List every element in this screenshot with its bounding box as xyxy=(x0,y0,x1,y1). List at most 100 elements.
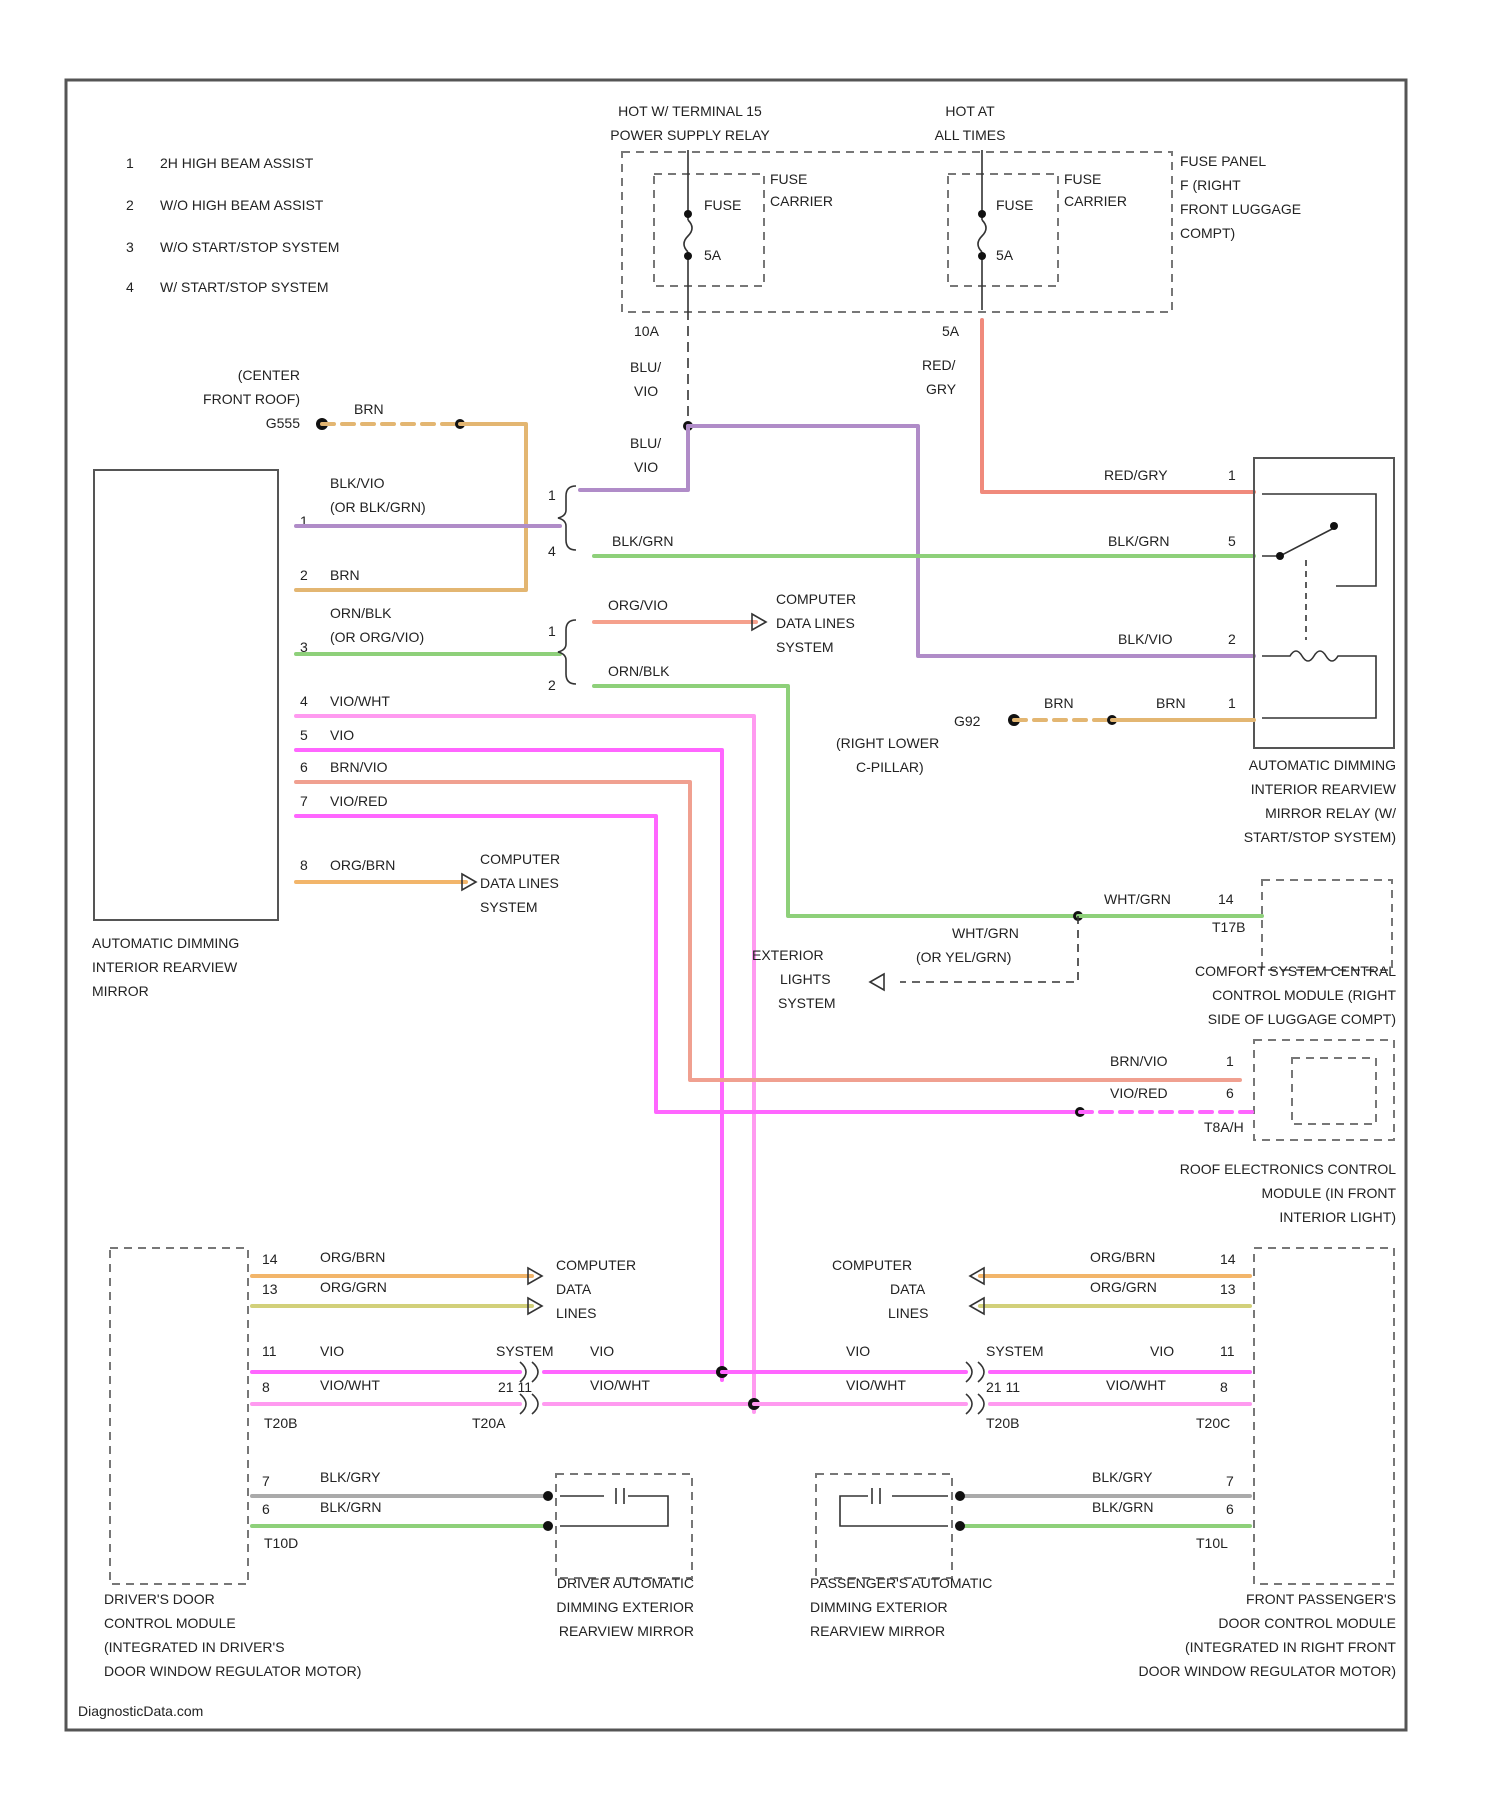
wire-blu-vio-2-label: BLU/ xyxy=(630,435,661,451)
wire-org-blk-label: ORN/BLK xyxy=(330,605,392,621)
relay-switch-pivot xyxy=(1276,552,1284,560)
relay-internal-a xyxy=(1262,494,1376,586)
comfort-label-1: COMFORT SYSTEM CENTRAL xyxy=(1195,963,1396,979)
ground-g555-line1: (CENTER xyxy=(238,367,300,383)
dl-splice-system: SYSTEM xyxy=(496,1343,554,1359)
wire-brn-top-label: BRN xyxy=(354,401,384,417)
dl-data-lines-1: COMPUTER xyxy=(556,1257,636,1273)
select-pin-2: 1 xyxy=(548,623,556,639)
wire-blu-vio-1-label: BLU/ xyxy=(630,359,661,375)
legend-text-2: W/O HIGH BEAM ASSIST xyxy=(160,197,324,213)
hot-terminal-15-line1: HOT W/ TERMINAL 15 xyxy=(618,103,762,119)
roof-label-1: ROOF ELECTRONICS CONTROL xyxy=(1180,1161,1396,1177)
driver-door-label-3: (INTEGRATED IN DRIVER'S xyxy=(104,1639,285,1655)
dl-wire-org-grn-label: ORG/GRN xyxy=(320,1279,387,1295)
dr-mirror-terminal-2 xyxy=(955,1521,965,1531)
wire-brn-vio-main xyxy=(296,782,1240,1080)
wire-brn-vio-label: BRN/VIO xyxy=(330,759,388,775)
data-lines-mid-2: DATA LINES xyxy=(480,875,559,891)
comfort-label-3: SIDE OF LUGGAGE COMPT) xyxy=(1208,1011,1396,1027)
wire-blk-grn-r-label: BLK/GRN xyxy=(1108,533,1169,549)
driver-door-label-1: DRIVER'S DOOR xyxy=(104,1591,215,1607)
fuse-carrier-right-box xyxy=(948,174,1058,286)
roof-module-inner xyxy=(1292,1058,1376,1124)
dr-wire-org-grn-label: ORG/GRN xyxy=(1090,1279,1157,1295)
dl-wire-org-brn-label: ORG/BRN xyxy=(320,1249,385,1265)
dr-pin-t20c: T20C xyxy=(1196,1415,1230,1431)
wire-blu-vio-2b-label: VIO xyxy=(634,459,658,475)
relay-coil xyxy=(1262,651,1376,718)
option-brace-2 xyxy=(558,620,576,684)
mirror-pin-2: 2 xyxy=(300,567,308,583)
select-pin-3: 2 xyxy=(548,677,556,693)
roof-pin-t8a: T8A/H xyxy=(1204,1119,1244,1135)
dr-data-lines-1: COMPUTER xyxy=(832,1257,912,1273)
relay-pin-3: 1 xyxy=(1228,695,1236,711)
fuse-panel-label-3: FRONT LUGGAGE xyxy=(1180,201,1301,217)
dl-mirror-element xyxy=(560,1488,668,1526)
relay-pin-2: 2 xyxy=(1228,631,1236,647)
data-lines-mid-1: COMPUTER xyxy=(480,851,560,867)
dr-mirror-terminal-1 xyxy=(955,1491,965,1501)
dr-splice-pins: 21 11 xyxy=(986,1379,1020,1395)
dl-pin-t20b: T20B xyxy=(264,1415,297,1431)
ground-g555-line3: G555 xyxy=(266,415,300,431)
dr-wire-vio-wht-label: VIO/WHT xyxy=(846,1377,906,1393)
relay-pin-1: 1 xyxy=(1228,467,1236,483)
wire-red-gry-label: RED/GRY xyxy=(1104,467,1168,483)
dl-pin-7: 7 xyxy=(262,1473,270,1489)
fuse-carrier-left-line1: FUSE xyxy=(770,171,807,187)
fuse-left-label: FUSE xyxy=(704,197,741,213)
ground-g555-line2: FRONT ROOF) xyxy=(203,391,300,407)
dl-pin-11: 11 xyxy=(262,1343,277,1359)
relay-label-2: INTERIOR REARVIEW xyxy=(1251,781,1397,797)
relay-label-3: MIRROR RELAY (W/ xyxy=(1265,805,1396,821)
dl-wire-blk-grn-label: BLK/GRN xyxy=(320,1499,381,1515)
hot-all-times-line2: ALL TIMES xyxy=(935,127,1006,143)
fuse-carrier-left-box xyxy=(654,174,764,286)
driver-mirror-label-2: DIMMING EXTERIOR xyxy=(556,1599,694,1615)
dl-wire-blk-gry-label: BLK/GRY xyxy=(320,1469,381,1485)
wire-blk-vio-label: BLK/VIO xyxy=(330,475,385,491)
mirror-pin-7: 7 xyxy=(300,793,308,809)
select-pin-4: 4 xyxy=(548,543,556,559)
wire-wht-grn-b-label: WHT/GRN xyxy=(952,925,1019,941)
pass-door-label-1: FRONT PASSENGER'S xyxy=(1246,1591,1396,1607)
dr-wire-vio-2-label: VIO xyxy=(1150,1343,1174,1359)
pass-mirror-label-1: PASSENGER'S AUTOMATIC xyxy=(810,1575,992,1591)
wire-blu-vio-1b-label: VIO xyxy=(634,383,658,399)
pass-door-label-2: DOOR CONTROL MODULE xyxy=(1218,1615,1396,1631)
dl-wire-vio-2-label: VIO xyxy=(590,1343,614,1359)
wire-red-gry-1-label: RED/ xyxy=(922,357,956,373)
dl-data-lines-3: LINES xyxy=(556,1305,596,1321)
dr-mirror-element xyxy=(840,1488,948,1526)
arrow-exterior-lights xyxy=(870,974,884,990)
dr-pin-t20b: T20B xyxy=(986,1415,1019,1431)
fuse-panel-label-1: FUSE PANEL xyxy=(1180,153,1266,169)
select-pin-1: 1 xyxy=(548,487,556,503)
dr-wire-vio-wht-2-label: VIO/WHT xyxy=(1106,1377,1166,1393)
comfort-module-box xyxy=(1262,880,1392,970)
legend-text-4: W/ START/STOP SYSTEM xyxy=(160,279,329,295)
driver-door-module-box xyxy=(110,1248,248,1584)
hot-terminal-15-line2: POWER SUPPLY RELAY xyxy=(610,127,770,143)
fuse-panel-label-2: F (RIGHT xyxy=(1180,177,1241,193)
fuse-left-terminal-bottom xyxy=(684,252,692,260)
legend-num-2: 2 xyxy=(126,197,134,213)
fuse-carrier-right-line1: FUSE xyxy=(1064,171,1101,187)
wire-brn-r2-label: BRN xyxy=(1156,695,1186,711)
roof-pin-1: 1 xyxy=(1226,1053,1234,1069)
dr-pin-7: 7 xyxy=(1226,1473,1234,1489)
pass-mirror-label-2: DIMMING EXTERIOR xyxy=(810,1599,948,1615)
fuse-carrier-left-line2: CARRIER xyxy=(770,193,833,209)
watermark: DiagnosticData.com xyxy=(78,1703,203,1719)
dl-pin-6: 6 xyxy=(262,1501,270,1517)
exterior-lights-3: SYSTEM xyxy=(778,995,836,1011)
fuse-right-id: 5A xyxy=(942,323,960,339)
mirror-relay-box xyxy=(1254,458,1394,748)
wire-red-gry-1b-label: GRY xyxy=(926,381,957,397)
dr-wire-blk-grn-label: BLK/GRN xyxy=(1092,1499,1153,1515)
mirror-pin-5: 5 xyxy=(300,727,308,743)
mirror-label-2: INTERIOR REARVIEW xyxy=(92,959,238,975)
wire-org-blk-2-label: ORN/BLK xyxy=(608,663,670,679)
